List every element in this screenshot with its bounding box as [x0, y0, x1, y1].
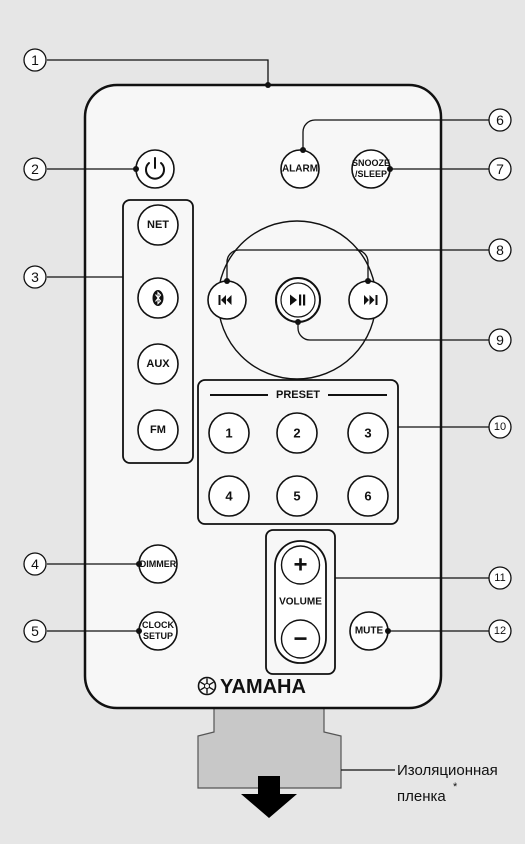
callout-1-label: 1 [31, 52, 39, 68]
volume-minus-label: − [293, 626, 307, 653]
power-icon [145, 157, 165, 180]
volume-up-button[interactable]: + [280, 545, 321, 585]
preset-1-label: 1 [225, 426, 232, 441]
film-caption-line2: пленка [397, 788, 446, 805]
dimmer-button[interactable]: DIMMER [138, 544, 178, 584]
insulation-film-tab [197, 702, 342, 789]
preset-1-button[interactable]: 1 [208, 412, 250, 454]
leader-6 [302, 119, 489, 150]
mute-button[interactable]: MUTE [349, 611, 389, 651]
callout-10: 10 [488, 415, 512, 439]
volume-down-button[interactable]: − [280, 619, 321, 659]
mute-label: MUTE [355, 626, 384, 637]
preset-3-button[interactable]: 3 [347, 412, 389, 454]
film-caption-asterisk: * [453, 781, 458, 793]
power-button[interactable] [135, 149, 175, 189]
callout-8-label: 8 [496, 242, 504, 258]
callout-7-label: 7 [496, 161, 504, 177]
leader-8 [226, 249, 489, 281]
pull-arrow [241, 776, 297, 818]
leader-8b [355, 249, 369, 281]
callout-6-label: 6 [496, 112, 504, 128]
snooze-label: SNOOZE [352, 158, 390, 168]
callout-3: 3 [23, 265, 47, 289]
alarm-button[interactable]: ALARM [280, 149, 320, 189]
alarm-label: ALARM [282, 164, 318, 175]
callout-8: 8 [488, 238, 512, 262]
volume-label: VOLUME [279, 597, 322, 608]
fm-label: FM [150, 424, 166, 436]
preset-label: PRESET [276, 389, 320, 401]
net-button[interactable]: NET [137, 204, 179, 246]
preset-group-frame [197, 379, 399, 525]
callout-12-label: 12 [494, 625, 506, 637]
play-pause-icon [290, 294, 306, 306]
bluetooth-icon [152, 290, 164, 306]
callout-3-label: 3 [31, 269, 39, 285]
preset-2-button[interactable]: 2 [276, 412, 318, 454]
leader-1 [47, 59, 269, 85]
preset-4-label: 4 [225, 489, 233, 504]
preset-6-label: 6 [364, 489, 371, 504]
clock-setup-button[interactable]: CLOCK SETUP [138, 611, 178, 651]
aux-button[interactable]: AUX [137, 343, 179, 385]
yamaha-logo: YAMAHA [197, 676, 306, 698]
callout-5: 5 [23, 619, 47, 643]
callout-10-label: 10 [494, 421, 506, 433]
callout-leaders [47, 59, 489, 771]
source-group-frame [122, 199, 194, 464]
sleep-label: /SLEEP [355, 169, 387, 179]
net-label: NET [147, 219, 169, 231]
leader-9 [297, 322, 489, 341]
callout-6: 6 [488, 108, 512, 132]
snooze-sleep-button[interactable]: SNOOZE /SLEEP [351, 149, 391, 189]
dimmer-label: DIMMER [140, 559, 177, 569]
volume-plus-label: + [293, 552, 307, 579]
next-button[interactable] [348, 280, 388, 320]
previous-button[interactable] [207, 280, 247, 320]
yamaha-wordmark: YAMAHA [220, 676, 306, 698]
setup-label: SETUP [143, 631, 173, 641]
preset-5-label: 5 [293, 489, 300, 504]
callout-2: 2 [23, 157, 47, 181]
callout-4: 4 [23, 552, 47, 576]
skip-forward-icon [364, 295, 378, 305]
callout-12: 12 [488, 619, 512, 643]
preset-2-label: 2 [293, 426, 300, 441]
clock-label: CLOCK [142, 620, 174, 630]
preset-4-button[interactable]: 4 [208, 475, 250, 517]
callout-5-label: 5 [31, 623, 39, 639]
film-caption-line1: Изоляционная [397, 762, 498, 779]
callout-11: 11 [488, 566, 512, 590]
play-pause-button[interactable] [275, 277, 321, 323]
preset-5-button[interactable]: 5 [276, 475, 318, 517]
fm-button[interactable]: FM [137, 409, 179, 451]
preset-6-button[interactable]: 6 [347, 475, 389, 517]
callout-11-label: 11 [494, 572, 505, 584]
callout-2-label: 2 [31, 161, 39, 177]
callout-7: 7 [488, 157, 512, 181]
remote-body [83, 83, 443, 710]
tuning-fork-emblem [197, 676, 217, 696]
skip-back-icon [218, 295, 232, 305]
preset-3-label: 3 [364, 426, 371, 441]
callout-9: 9 [488, 328, 512, 352]
aux-label: AUX [146, 358, 170, 370]
callout-1: 1 [23, 48, 47, 72]
callout-4-label: 4 [31, 556, 39, 572]
callout-dots [133, 82, 393, 634]
bluetooth-button[interactable] [137, 277, 179, 319]
volume-group-frame [265, 529, 336, 675]
callout-9-label: 9 [496, 332, 504, 348]
